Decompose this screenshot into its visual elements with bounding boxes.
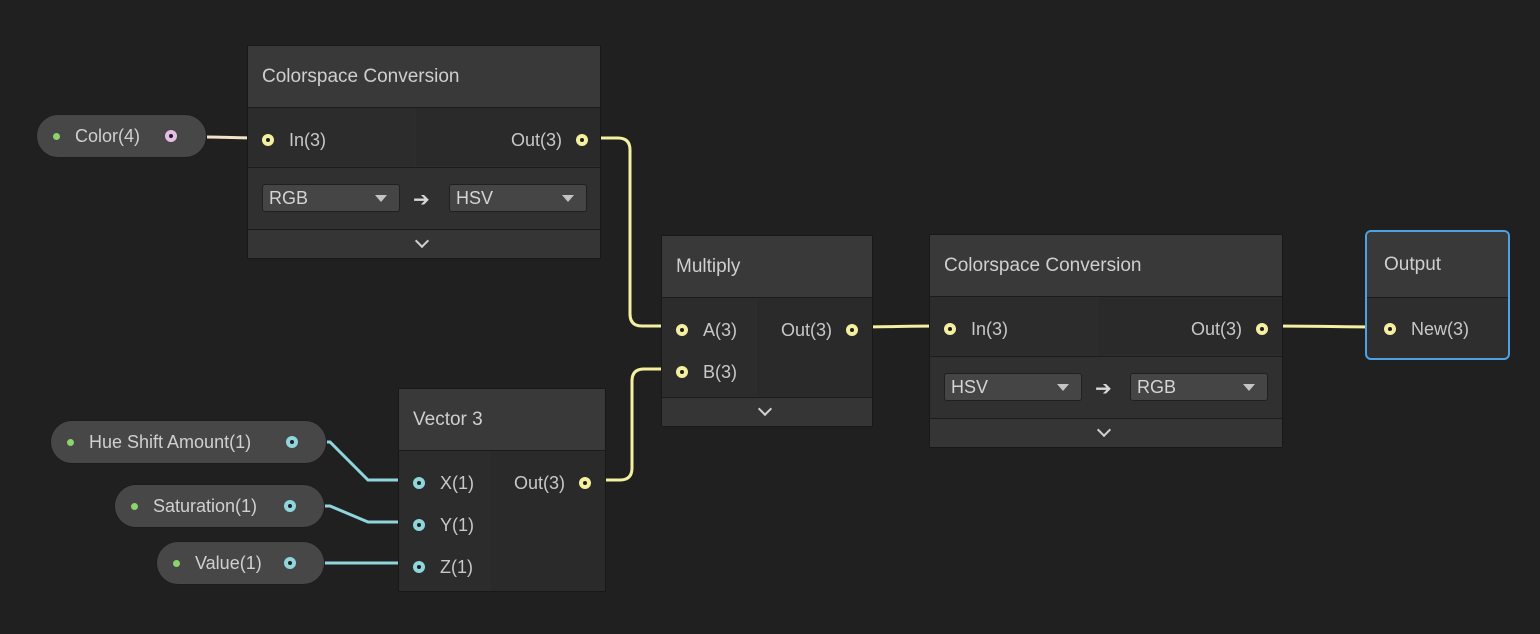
node-multiply[interactable]: Multiply A(3) B(3) Out(3) — [661, 235, 873, 427]
from-colorspace-dropdown[interactable]: RGB — [262, 184, 400, 212]
property-color[interactable]: Color(4) — [36, 114, 207, 158]
chevron-down-icon — [1096, 422, 1112, 438]
port-icon[interactable] — [165, 130, 177, 142]
dropdown-arrow-icon — [375, 195, 387, 202]
port-icon[interactable] — [944, 323, 956, 335]
property-label: Color(4) — [75, 125, 141, 146]
to-colorspace-dropdown[interactable]: HSV — [449, 184, 587, 212]
input-port-a[interactable]: A(3) — [676, 319, 737, 341]
port-label: In(3) — [289, 129, 327, 150]
port-label: Out(3) — [780, 319, 832, 340]
port-icon[interactable] — [286, 436, 298, 448]
input-port-new[interactable]: New(3) — [1384, 318, 1469, 340]
port-icon[interactable] — [1384, 323, 1396, 335]
node-title: Output — [1367, 232, 1508, 298]
chevron-down-icon — [414, 233, 430, 249]
port-label: X(1) — [440, 472, 475, 493]
property-dot-icon — [53, 133, 60, 140]
input-port-b[interactable]: B(3) — [676, 361, 737, 383]
port-label: B(3) — [703, 361, 738, 382]
port-label: In(3) — [971, 318, 1009, 339]
property-saturation[interactable]: Saturation(1) — [114, 484, 325, 528]
convert-arrow-icon: ➔ — [413, 189, 430, 211]
dropdown-arrow-icon — [1057, 384, 1069, 391]
port-label: Y(1) — [440, 514, 475, 535]
input-port-in[interactable]: In(3) — [262, 129, 326, 151]
property-dot-icon — [131, 503, 138, 510]
port-icon[interactable] — [284, 557, 296, 569]
collapse-toggle[interactable] — [248, 229, 600, 258]
input-port-x[interactable]: X(1) — [413, 472, 474, 494]
port-icon[interactable] — [262, 134, 274, 146]
dropdown-arrow-icon — [562, 195, 574, 202]
node-title: Colorspace Conversion — [248, 46, 600, 108]
output-port-out[interactable]: Out(3) — [781, 319, 858, 341]
port-icon[interactable] — [413, 477, 425, 489]
input-port-z[interactable]: Z(1) — [413, 556, 473, 578]
property-label: Saturation(1) — [153, 495, 258, 516]
property-label: Hue Shift Amount(1) — [89, 431, 252, 452]
input-port-in[interactable]: In(3) — [944, 318, 1008, 340]
node-colorspace-conversion-1[interactable]: Colorspace Conversion In(3) Out(3) RGB ➔… — [247, 45, 601, 259]
dropdown-value: HSV — [951, 376, 989, 397]
node-vector3[interactable]: Vector 3 X(1) Y(1) Z(1) Out(3) — [398, 388, 606, 592]
output-port-out[interactable]: Out(3) — [511, 129, 588, 151]
port-label: Out(3) — [510, 129, 562, 150]
output-port-out[interactable]: Out(3) — [514, 472, 591, 494]
port-icon[interactable] — [1256, 323, 1268, 335]
port-icon[interactable] — [413, 561, 425, 573]
port-icon[interactable] — [576, 134, 588, 146]
property-label: Value(1) — [195, 552, 262, 573]
port-label: Out(3) — [513, 472, 565, 493]
property-dot-icon — [173, 560, 180, 567]
property-value[interactable]: Value(1) — [156, 541, 325, 585]
collapse-toggle[interactable] — [662, 397, 872, 426]
port-icon[interactable] — [413, 519, 425, 531]
collapse-toggle[interactable] — [930, 418, 1282, 447]
port-icon[interactable] — [676, 324, 688, 336]
port-label: Z(1) — [440, 556, 473, 577]
output-port-out[interactable]: Out(3) — [1191, 318, 1268, 340]
property-hue-shift[interactable]: Hue Shift Amount(1) — [50, 420, 327, 464]
convert-arrow-icon: ➔ — [1095, 378, 1112, 400]
dropdown-value: RGB — [269, 187, 309, 208]
input-port-y[interactable]: Y(1) — [413, 514, 474, 536]
port-icon[interactable] — [846, 324, 858, 336]
chevron-down-icon — [757, 401, 773, 417]
node-title: Multiply — [662, 236, 872, 298]
port-icon[interactable] — [579, 477, 591, 489]
port-label: A(3) — [703, 319, 738, 340]
node-title: Colorspace Conversion — [930, 235, 1282, 297]
port-icon[interactable] — [676, 366, 688, 378]
port-label: Out(3) — [1190, 318, 1242, 339]
node-output[interactable]: Output New(3) — [1365, 230, 1510, 360]
dropdown-value: HSV — [456, 187, 494, 208]
from-colorspace-dropdown[interactable]: HSV — [944, 373, 1082, 401]
to-colorspace-dropdown[interactable]: RGB — [1130, 373, 1268, 401]
port-icon[interactable] — [284, 500, 296, 512]
node-title: Vector 3 — [399, 389, 605, 451]
port-label: New(3) — [1411, 318, 1470, 339]
dropdown-value: RGB — [1137, 376, 1177, 397]
node-colorspace-conversion-2[interactable]: Colorspace Conversion In(3) Out(3) HSV ➔… — [929, 234, 1283, 448]
dropdown-arrow-icon — [1243, 384, 1255, 391]
property-dot-icon — [67, 439, 74, 446]
